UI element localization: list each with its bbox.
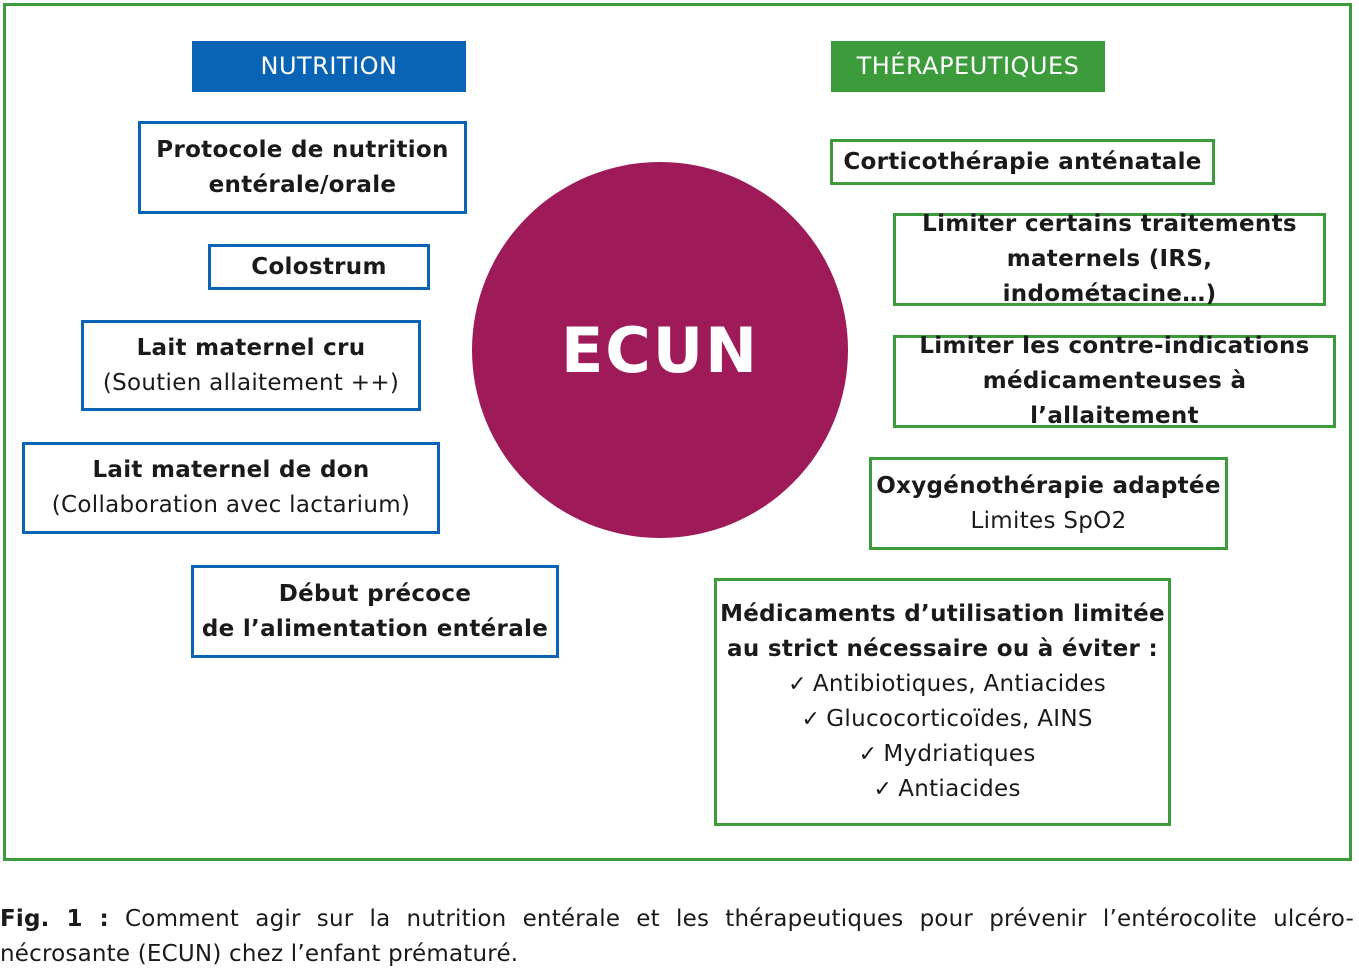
limiter-contre-line1: Limiter les contre-indications	[919, 333, 1310, 359]
nutrition-box-debut: Début précoce de l’alimentation entérale	[191, 565, 559, 658]
medicaments-item-label: Mydriatiques	[883, 741, 1036, 767]
caption-line2: nécrosante (ECUN) chez l’enfant prématur…	[0, 941, 519, 967]
caption-line1: Fig. 1 : Comment agir sur la nutrition e…	[0, 902, 1354, 937]
therapeutiques-box-cortico: Corticothérapie anténatale	[830, 139, 1215, 185]
nutrition-box-lait-cru: Lait maternel cru (Soutien allaitement +…	[81, 320, 421, 411]
medicaments-item-label: Antibiotiques, Antiacides	[812, 671, 1107, 697]
protocole-line1: Protocole de nutrition	[156, 136, 449, 163]
lait-don-line1: Lait maternel de don	[92, 457, 370, 483]
medicaments-item-label: Glucocorticoïdes, AINS	[826, 706, 1093, 732]
checkmark-icon: ✓	[788, 672, 807, 697]
medicaments-line1: Médicaments d’utilisation limitée	[720, 601, 1165, 627]
limiter-traitements-line2: maternels (IRS, indométacine…)	[1002, 246, 1217, 307]
nutrition-box-lait-don: Lait maternel de don (Collaboration avec…	[22, 442, 440, 534]
therapeutiques-box-limiter-traitements: Limiter certains traitements maternels (…	[893, 211, 1326, 307]
nutrition-box-colostrum: Colostrum	[208, 244, 430, 290]
limiter-traitements-line1: Limiter certains traitements	[922, 211, 1297, 237]
checkmark-icon: ✓	[858, 742, 878, 767]
debut-line1: Début précoce	[278, 580, 472, 607]
medicaments-item-label: Antiacides	[898, 776, 1021, 802]
cortico-line1: Corticothérapie anténatale	[843, 148, 1202, 175]
medicaments-line2: au strict nécessaire ou à éviter :	[727, 636, 1158, 662]
caption-text-1: Comment agir sur la nutrition entérale e…	[125, 906, 1355, 932]
medicaments-item: ✓Antibiotiques, Antiacides	[779, 667, 1106, 702]
nutrition-header: NUTRITION	[192, 41, 466, 92]
ecun-circle: ECUN	[472, 162, 848, 538]
ecun-label: ECUN	[560, 313, 760, 387]
protocole-line2: entérale/orale	[208, 171, 397, 198]
therapeutiques-box-oxygeno: Oxygénothérapie adaptée Limites SpO2	[869, 457, 1228, 550]
limiter-contre-line2: médicamenteuses à l’allaitement	[982, 368, 1247, 429]
lait-cru-line2: (Soutien allaitement ++)	[102, 369, 400, 396]
oxygeno-line1: Oxygénothérapie adaptée	[876, 472, 1221, 499]
lait-cru-line1: Lait maternel cru	[136, 334, 366, 361]
diagram-frame	[3, 3, 1352, 861]
checkmark-icon: ✓	[801, 707, 821, 732]
therapeutiques-box-limiter-contre: Limiter les contre-indications médicamen…	[893, 333, 1336, 429]
lait-don-line2: (Collaboration avec lactarium)	[51, 492, 411, 518]
therapeutiques-header: THÉRAPEUTIQUES	[831, 41, 1105, 92]
nutrition-box-protocole: Protocole de nutrition entérale/orale	[138, 121, 467, 214]
medicaments-item: ✓Mydriatiques	[849, 737, 1036, 772]
medicaments-item: ✓Glucocorticoïdes, AINS	[792, 702, 1093, 737]
medicaments-item: ✓Antiacides	[864, 772, 1021, 807]
checkmark-icon: ✓	[873, 777, 893, 802]
caption-lead: Fig. 1 :	[0, 906, 109, 932]
debut-line2: de l’alimentation entérale	[201, 615, 549, 642]
figure-caption: Fig. 1 : Comment agir sur la nutrition e…	[0, 902, 1354, 972]
oxygeno-line2: Limites SpO2	[970, 507, 1127, 534]
therapeutiques-box-medicaments: Médicaments d’utilisation limitée au str…	[714, 578, 1171, 826]
colostrum-line1: Colostrum	[251, 253, 387, 280]
